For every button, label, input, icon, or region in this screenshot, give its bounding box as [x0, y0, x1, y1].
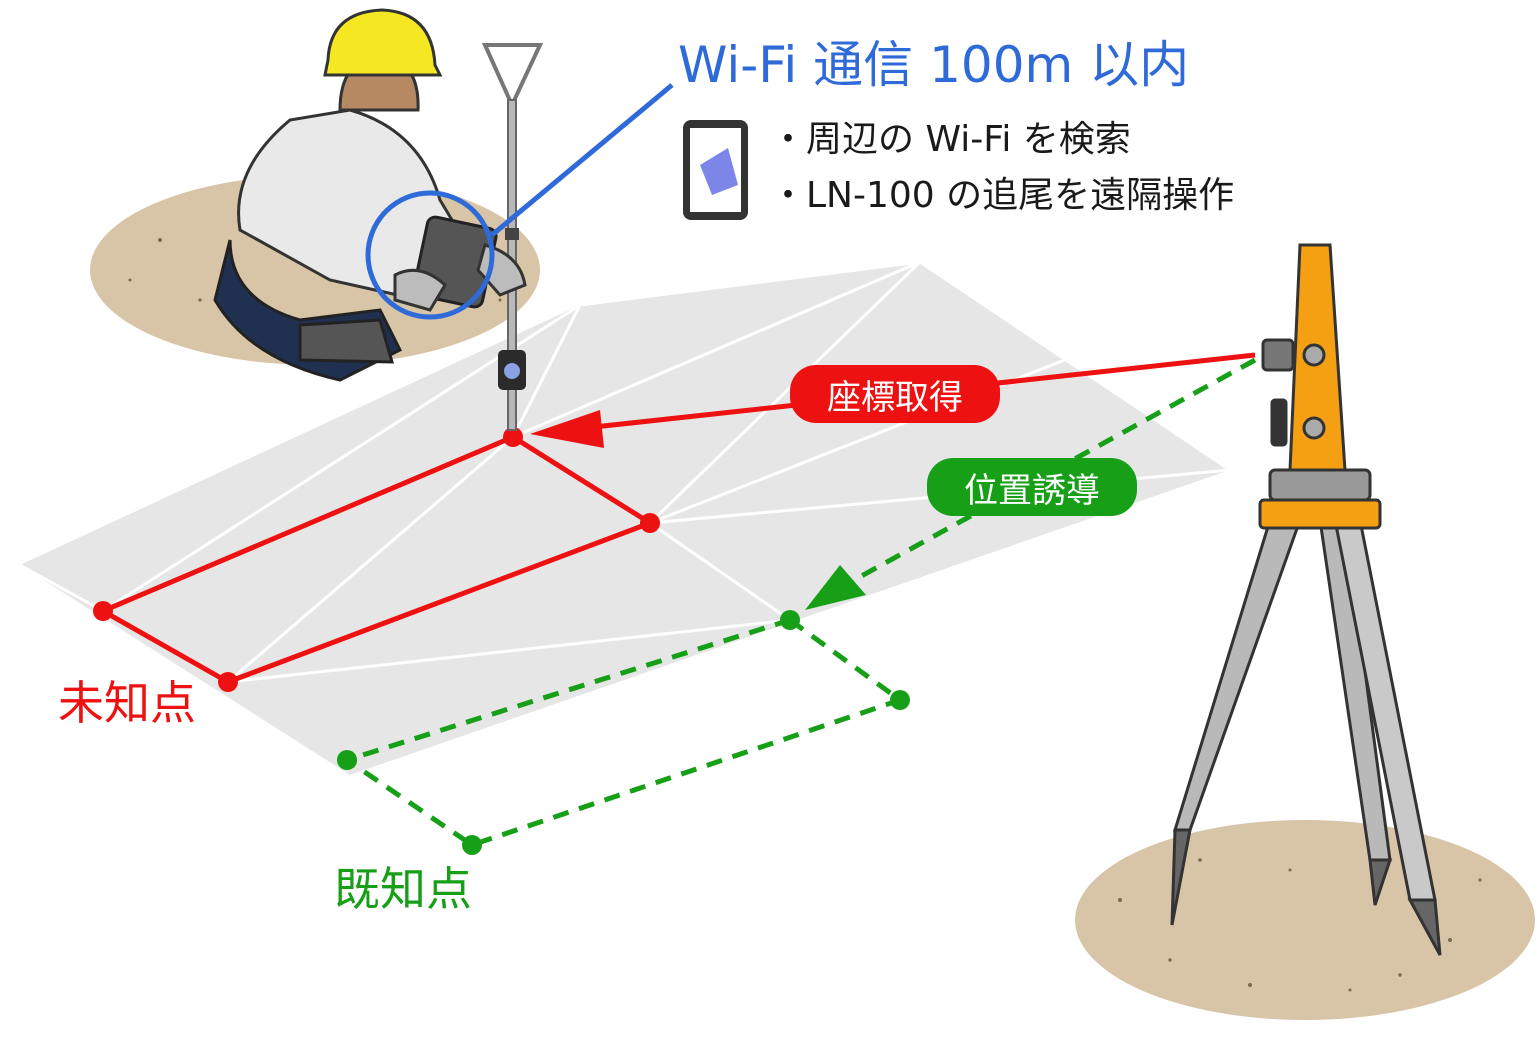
unknown-point — [640, 513, 660, 533]
tripod-icon — [1170, 498, 1442, 956]
unknown-point — [93, 601, 113, 621]
coordinate-acquisition-label: 座標取得 — [790, 365, 1000, 423]
wifi-bullet-search: ・周辺の Wi-Fi を検索 — [770, 119, 1131, 160]
tablet-icon — [683, 120, 748, 220]
unknown-point-label: 未知点 — [58, 676, 196, 730]
known-point-label: 既知点 — [334, 862, 472, 916]
known-point — [462, 835, 482, 855]
wifi-callout-line — [490, 83, 674, 237]
wifi-bullet-remote-tracking: ・LN-100 の追尾を遠隔操作 — [770, 175, 1235, 216]
guide-arrow-head — [805, 565, 866, 610]
worker-figure — [213, 8, 527, 382]
wifi-range-title: Wi-Fi 通信 100m 以内 — [678, 36, 1190, 94]
wifi-highlight-circle — [365, 190, 495, 320]
known-point — [890, 690, 910, 710]
guide-arrow-line — [843, 357, 1257, 588]
position-guidance-label: 位置誘導 — [927, 458, 1137, 516]
ground-patch-tripod — [1075, 820, 1535, 1020]
total-station-icon — [1261, 243, 1372, 502]
unknown-point — [218, 672, 238, 692]
known-point — [337, 750, 357, 770]
acquire-arrow-head — [530, 410, 604, 448]
known-point — [780, 610, 800, 630]
unknown-point — [503, 427, 523, 447]
known-point-outline — [341, 617, 906, 848]
